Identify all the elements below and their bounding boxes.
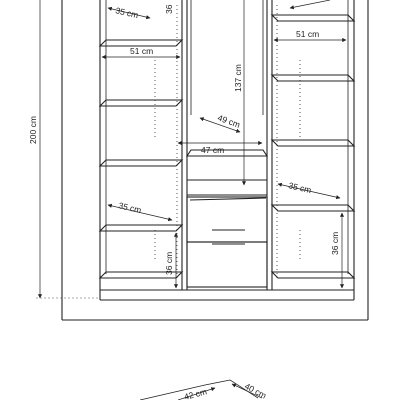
right-lower-depth-label: 35 cm	[288, 180, 313, 195]
shelf-pin-holes	[154, 5, 301, 280]
right-width-label: 51 cm	[296, 29, 319, 39]
drawer-lower	[186, 241, 268, 288]
plan-depth-left-label: 42 cm	[183, 386, 208, 400]
center-column	[185, 0, 269, 288]
total-height-dimension: 200 cm	[28, 0, 100, 299]
left-lower-depth-label: 35 cm	[118, 200, 143, 215]
center-height-dimension: 137 cm	[233, 0, 247, 186]
right-bottom-height-label: 36 cm	[330, 232, 340, 255]
left-lower-depth-dimension: 35 cm	[107, 200, 173, 222]
top-left-depth-dimension: 35 cm 36	[107, 4, 174, 20]
left-width-dimension: 51 cm	[101, 46, 181, 60]
top-left-depth-label: 35 cm	[115, 5, 140, 20]
center-height-label: 137 cm	[233, 64, 243, 92]
drawer-upper	[186, 196, 268, 243]
left-bottom-height-dimension: 36 cm	[164, 232, 179, 289]
center-depth-label: 49 cm	[216, 112, 241, 129]
right-bottom-height-dimension: 36 cm	[330, 212, 345, 289]
total-height-label: 200 cm	[28, 116, 38, 144]
left-width-label: 51 cm	[130, 46, 153, 56]
right-lower-depth-dimension: 35 cm	[277, 180, 341, 200]
top-left-height-label: 36	[164, 4, 174, 14]
right-width-dimension: 51 cm	[273, 0, 347, 43]
left-bottom-height-label: 36 cm	[164, 252, 174, 275]
left-column-shelves	[98, 39, 184, 279]
center-depth-dimension: 49 cm	[199, 112, 241, 133]
plan-view: 42 cm 40 cm	[139, 379, 268, 402]
center-width-dimension: 47 cm	[177, 140, 263, 155]
right-column-shelves	[270, 14, 356, 279]
plan-depth-right-label: 40 cm	[243, 381, 268, 400]
center-width-label: 47 cm	[201, 145, 224, 155]
